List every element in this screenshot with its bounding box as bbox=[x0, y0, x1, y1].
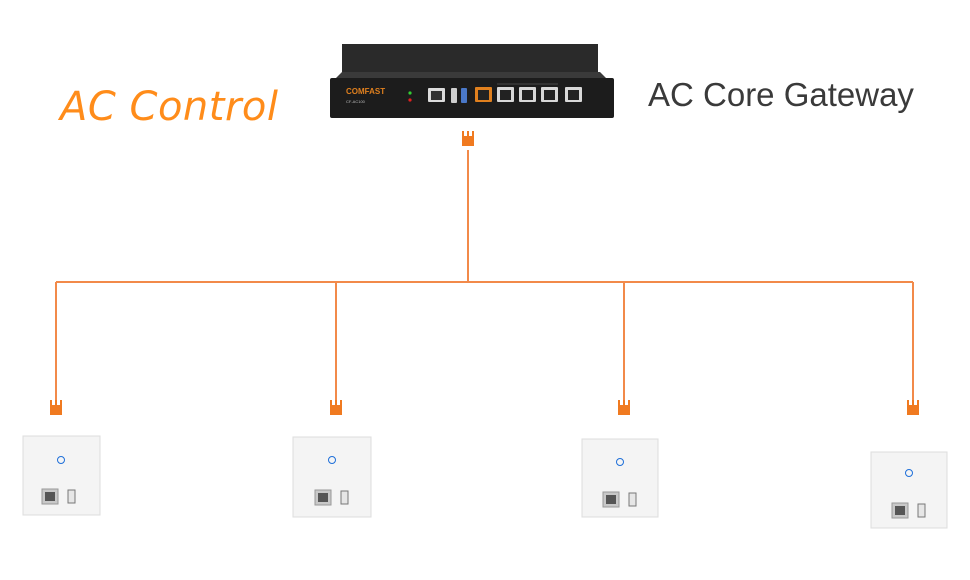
ethernet-port-1-inner bbox=[478, 90, 489, 100]
cable-tree bbox=[55, 150, 914, 400]
led-status bbox=[408, 98, 412, 102]
connector-pin bbox=[340, 400, 342, 406]
connector-body bbox=[330, 405, 342, 415]
connector-body bbox=[618, 405, 630, 415]
ethernet-jack-inner bbox=[45, 492, 55, 501]
rj45-connector bbox=[50, 400, 62, 415]
connector-pin bbox=[628, 400, 630, 406]
wifi-indicator-icon bbox=[616, 458, 624, 466]
trunk-connector-body bbox=[462, 136, 474, 146]
ethernet-port-2-inner bbox=[500, 90, 511, 100]
connector-pin bbox=[618, 400, 620, 406]
usb-port bbox=[628, 492, 637, 507]
ethernet-jack-inner bbox=[606, 495, 616, 504]
ethernet-port-4-inner bbox=[544, 90, 555, 100]
gateway-brand: COMFAST bbox=[346, 87, 385, 96]
wall-plate bbox=[22, 435, 101, 516]
connector-body bbox=[907, 405, 919, 415]
gateway-label: AC Core Gateway bbox=[648, 76, 914, 113]
rj45-connector bbox=[907, 400, 919, 415]
connector-pin bbox=[60, 400, 62, 406]
ethernet-port-5-inner bbox=[568, 90, 579, 100]
usb-port bbox=[917, 503, 926, 518]
trunk-connector bbox=[462, 131, 474, 146]
ethernet-jack-inner bbox=[895, 506, 905, 515]
wall-plate bbox=[870, 451, 948, 529]
access-point-1 bbox=[22, 400, 101, 516]
rj45-connector bbox=[618, 400, 630, 415]
led-power bbox=[408, 91, 412, 95]
connector-pin bbox=[912, 400, 914, 406]
connector-pin bbox=[330, 400, 332, 406]
connector-pin bbox=[335, 400, 337, 406]
access-point-4 bbox=[870, 400, 948, 529]
trunk-connector-pin-2 bbox=[467, 131, 469, 137]
connector-pin bbox=[50, 400, 52, 406]
trunk-connector-pin-1 bbox=[462, 131, 464, 137]
wall-plate bbox=[581, 438, 659, 518]
connector-pin bbox=[55, 400, 57, 406]
gateway-device: COMFAST CF-AC100 bbox=[330, 44, 614, 118]
ethernet-ports bbox=[475, 87, 582, 102]
usb-port bbox=[340, 490, 349, 505]
access-point-3 bbox=[581, 400, 659, 518]
access-point-2 bbox=[292, 400, 372, 518]
connector-body bbox=[50, 405, 62, 415]
port-usb-1 bbox=[451, 88, 457, 103]
ethernet-port-3-inner bbox=[522, 90, 533, 100]
gateway-model: CF-AC100 bbox=[346, 99, 366, 104]
trunk-connector-pin-3 bbox=[472, 131, 474, 137]
ethernet-jack-inner bbox=[318, 493, 328, 502]
connector-pin bbox=[907, 400, 909, 406]
port-console-inner bbox=[431, 91, 442, 100]
wifi-indicator-icon bbox=[57, 456, 65, 464]
connector-pin bbox=[623, 400, 625, 406]
ac-control-label: AC Control bbox=[60, 84, 279, 130]
connector-pin bbox=[917, 400, 919, 406]
usb-port bbox=[67, 489, 76, 504]
gateway-top-shadow bbox=[342, 44, 598, 72]
rj45-connector bbox=[330, 400, 342, 415]
wifi-indicator-icon bbox=[905, 469, 913, 477]
port-usb-2 bbox=[461, 88, 467, 103]
wall-plate bbox=[292, 436, 372, 518]
wifi-indicator-icon bbox=[328, 456, 336, 464]
